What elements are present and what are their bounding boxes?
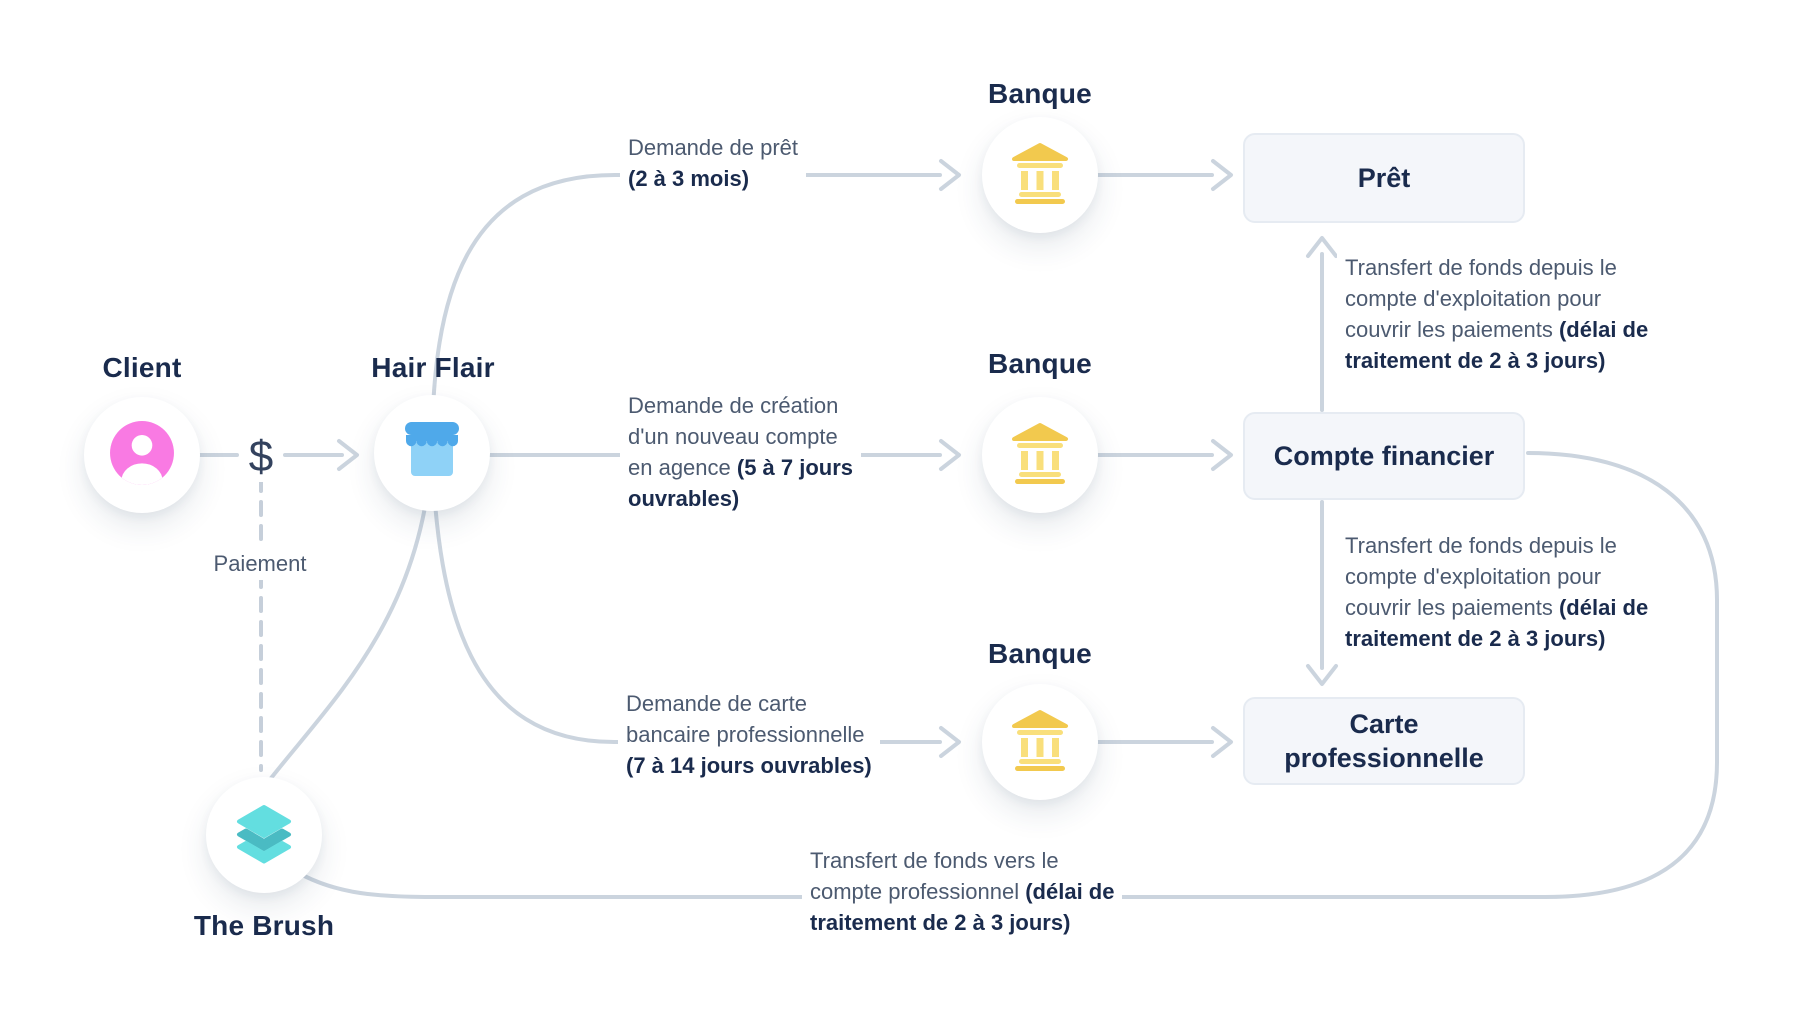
storefront-icon	[398, 420, 466, 487]
annotation-line: Demande de carte	[626, 691, 807, 716]
thebrush-label: The Brush	[193, 910, 335, 941]
annotation-line: Transfert de fonds depuis le	[1345, 255, 1617, 280]
arrowhead-up	[1306, 236, 1338, 258]
annotation-line: couvrir les paiements (délai de	[1345, 317, 1649, 342]
card-request-annotation: Demande de carte bancaire professionnell…	[618, 686, 880, 783]
arrowhead-banque-bottom	[939, 726, 961, 758]
arrowhead-pret	[1211, 159, 1233, 191]
annotation-line: (2 à 3 mois)	[628, 166, 750, 191]
annotation-line: traitement de 2 à 3 jours)	[1345, 348, 1606, 373]
annotation-line: compte d'exploitation pour	[1345, 564, 1602, 589]
payment-label: Paiement	[205, 548, 315, 580]
banque-top-label: Banque	[988, 78, 1092, 109]
layers-icon	[232, 801, 296, 870]
banque-bottom-label: Banque	[988, 638, 1092, 669]
hairflair-node	[374, 395, 490, 511]
thebrush-node	[206, 777, 322, 893]
annotation-line: Transfert de fonds depuis le	[1345, 533, 1617, 558]
arrowhead-banque-top	[939, 159, 961, 191]
carte-professionnelle-box-label: Carte professionnelle	[1284, 709, 1484, 773]
edge-hairflair-banque-top	[430, 173, 942, 455]
transfer-from-brush-annotation: Transfert de fonds vers le compte profes…	[802, 843, 1123, 940]
arrowhead-compte	[1211, 439, 1233, 471]
client-node	[84, 397, 200, 513]
annotation-line: Transfert de fonds vers le	[810, 848, 1059, 873]
annotation-line: Demande de création	[628, 393, 839, 418]
pret-box: Prêt	[1243, 133, 1525, 223]
bank-icon	[1008, 709, 1072, 776]
arrowhead-down	[1306, 664, 1338, 686]
annotation-line: couvrir les paiements (délai de	[1345, 595, 1649, 620]
loan-request-annotation: Demande de prêt (2 à 3 mois)	[620, 130, 806, 196]
arrowhead-banque-middle	[939, 439, 961, 471]
annotation-line: (7 à 14 jours ouvrables)	[626, 753, 872, 778]
edge-hairflair-banque-bottom	[430, 451, 942, 744]
arrowhead-carte	[1211, 726, 1233, 758]
banque-bottom-node	[982, 684, 1098, 800]
annotation-line: bancaire professionnelle	[626, 722, 865, 747]
user-icon	[109, 420, 175, 491]
annotation-line: traitement de 2 à 3 jours)	[810, 910, 1071, 935]
annotation-line: en agence (5 à 7 jours	[628, 455, 854, 480]
annotation-line: compte d'exploitation pour	[1345, 286, 1602, 311]
edge-hairflair-brush	[266, 451, 434, 784]
banque-middle-node	[982, 397, 1098, 513]
annotation-line: traitement de 2 à 3 jours)	[1345, 626, 1606, 651]
client-label: Client	[102, 352, 182, 383]
bank-icon	[1008, 142, 1072, 209]
compte-financier-box: Compte financier	[1243, 412, 1525, 500]
banque-middle-label: Banque	[988, 348, 1092, 379]
bank-icon	[1008, 422, 1072, 489]
transfer-to-pret-annotation: Transfert de fonds depuis le compte d'ex…	[1337, 250, 1657, 378]
arrowhead-hairflair	[337, 439, 359, 471]
dollar-symbol: $	[242, 432, 280, 482]
account-request-annotation: Demande de création d'un nouveau compte …	[620, 388, 862, 516]
edge-brush-compte-loop	[288, 451, 1719, 899]
transfer-to-carte-annotation: Transfert de fonds depuis le compte d'ex…	[1337, 528, 1657, 656]
carte-professionnelle-box: Carte professionnelle	[1243, 697, 1525, 785]
annotation-line: d'un nouveau compte	[628, 424, 838, 449]
annotation-line: compte professionnel (délai de	[810, 879, 1115, 904]
compte-financier-box-label: Compte financier	[1273, 441, 1495, 471]
banque-top-node	[982, 117, 1098, 233]
annotation-line: Demande de prêt	[628, 135, 798, 160]
annotation-line: ouvrables)	[628, 486, 740, 511]
hairflair-label: Hair Flair	[371, 352, 495, 383]
pret-box-label: Prêt	[1357, 163, 1411, 193]
